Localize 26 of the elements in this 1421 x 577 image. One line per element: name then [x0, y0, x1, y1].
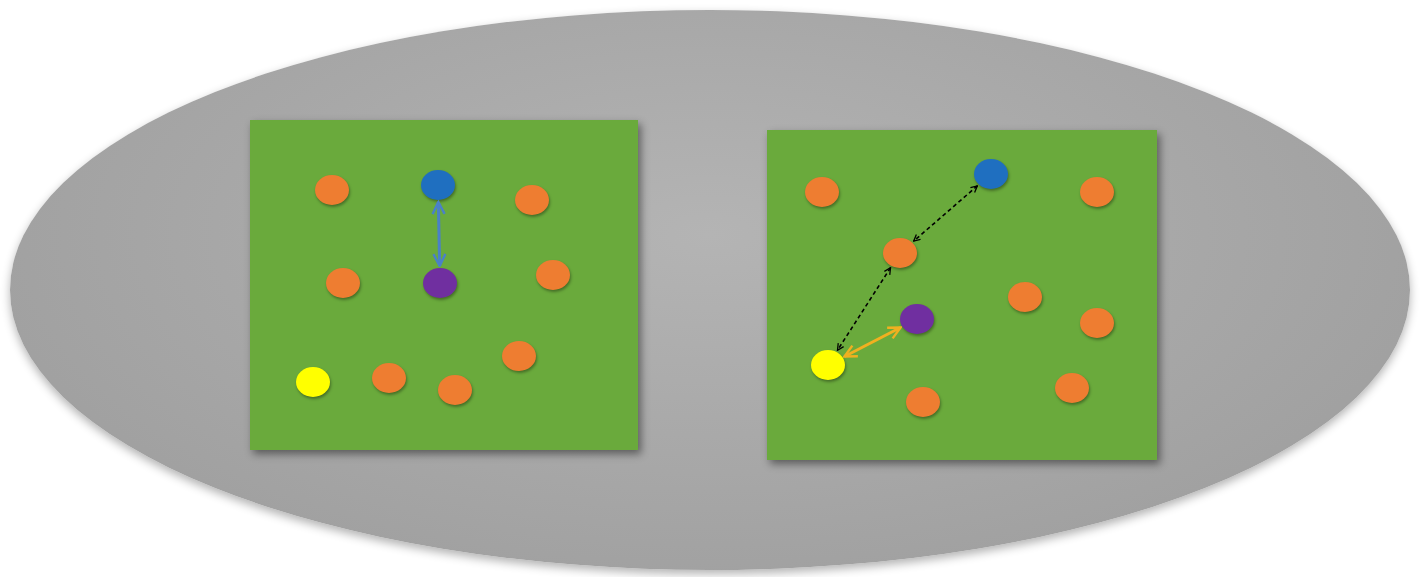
- dot: [536, 260, 570, 290]
- dot: [438, 375, 472, 405]
- double-arrow: [836, 266, 892, 352]
- square-panel: [767, 130, 1157, 460]
- dot: [1008, 282, 1042, 312]
- dot: [906, 387, 940, 417]
- dot: [811, 350, 845, 380]
- double-arrow: [843, 326, 902, 358]
- dot: [1080, 308, 1114, 338]
- dot: [326, 268, 360, 298]
- dot: [421, 170, 455, 200]
- dot: [296, 367, 330, 397]
- dot: [1080, 177, 1114, 207]
- dot: [315, 175, 349, 205]
- dot: [515, 185, 549, 215]
- dot: [1055, 373, 1089, 403]
- dot: [900, 304, 934, 334]
- square-panel: [250, 120, 638, 450]
- double-arrow: [431, 200, 447, 268]
- dot: [974, 159, 1008, 189]
- dot: [423, 268, 457, 298]
- dot: [502, 341, 536, 371]
- dot: [805, 177, 839, 207]
- double-arrow: [912, 185, 979, 242]
- dot: [372, 363, 406, 393]
- dot: [883, 238, 917, 268]
